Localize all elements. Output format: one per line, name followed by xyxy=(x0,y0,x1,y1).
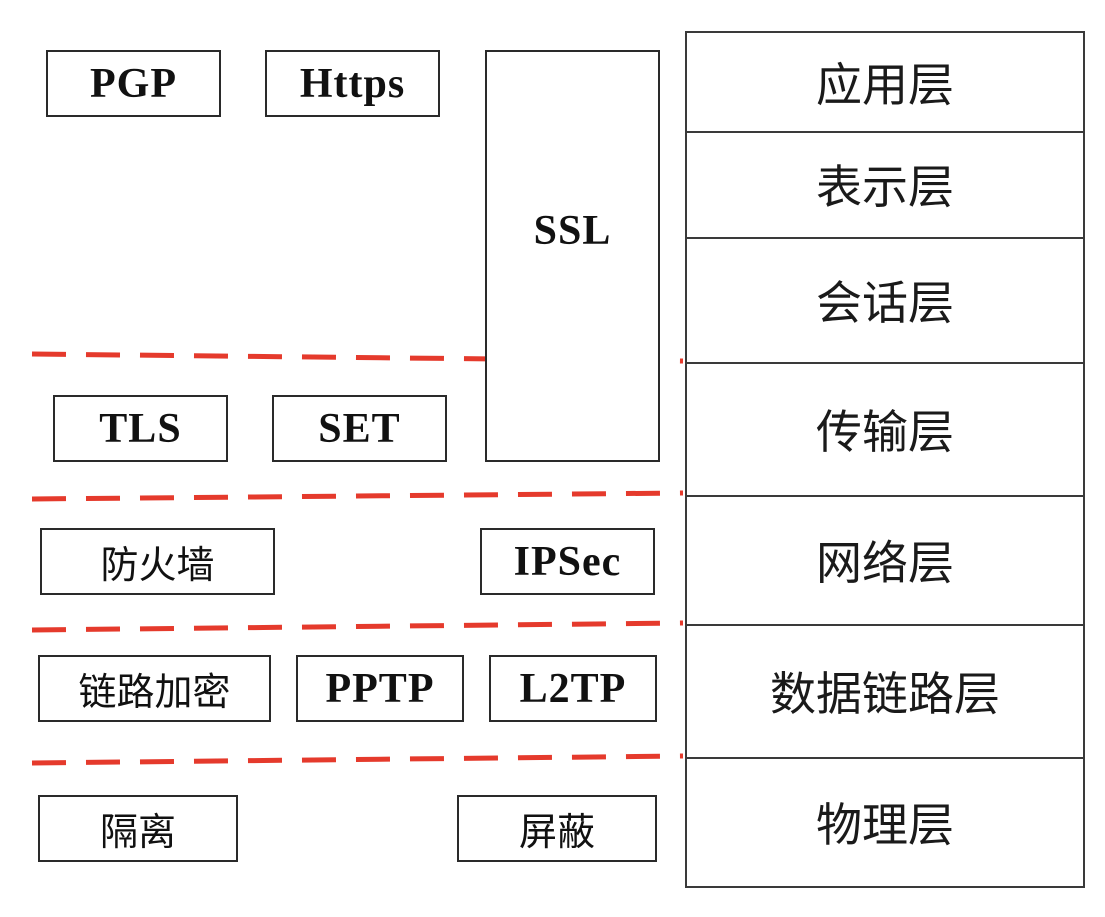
link-encryption-box: 链路加密 xyxy=(38,655,271,722)
ipsec-box: IPSec xyxy=(480,528,655,595)
divider-transport-network xyxy=(31,490,684,502)
layer-presentation: 表示层 xyxy=(816,160,954,214)
layer-application: 应用层 xyxy=(816,58,954,112)
layer-physical: 物理层 xyxy=(816,797,954,852)
divider-network-datalink xyxy=(31,620,684,633)
divider-datalink-physical xyxy=(31,753,684,766)
l2tp-box: L2TP xyxy=(489,655,657,722)
osi-layer-stack: 应用层 表示层 会话层 传输层 网络层 数据链路层 物理层 xyxy=(685,31,1085,888)
layer-separator xyxy=(687,624,1083,626)
layer-data-link: 数据链路层 xyxy=(770,666,1000,721)
layer-separator xyxy=(687,131,1083,133)
shielding-box: 屏蔽 xyxy=(457,795,657,862)
layer-separator xyxy=(687,362,1083,364)
isolation-box: 隔离 xyxy=(38,795,238,862)
firewall-box: 防火墙 xyxy=(40,528,275,595)
layer-session: 会话层 xyxy=(816,275,954,330)
layer-separator xyxy=(687,237,1083,239)
layer-separator xyxy=(687,495,1083,497)
tls-box: TLS xyxy=(53,395,228,462)
ssl-box: SSL xyxy=(485,50,660,462)
layer-transport: 传输层 xyxy=(816,404,954,459)
layer-network: 网络层 xyxy=(816,535,954,590)
pgp-box: PGP xyxy=(46,50,221,117)
ssl-label: SSL xyxy=(533,208,612,254)
layer-separator xyxy=(687,757,1083,759)
set-box: SET xyxy=(272,395,447,462)
https-box: Https xyxy=(265,50,440,117)
pptp-box: PPTP xyxy=(296,655,464,722)
